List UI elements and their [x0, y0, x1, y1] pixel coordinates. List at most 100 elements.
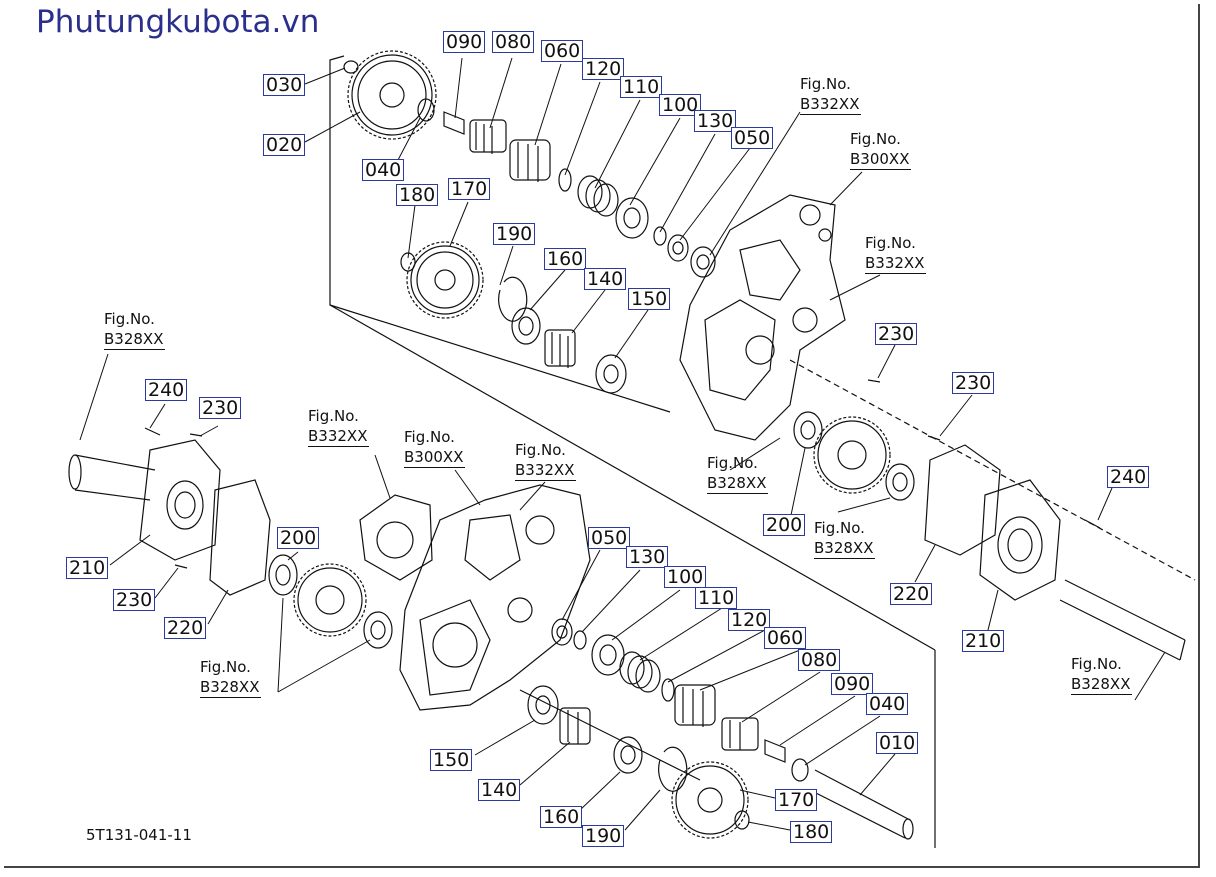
- callout-240-right[interactable]: 240: [1107, 466, 1150, 488]
- callout-020[interactable]: 020: [263, 134, 306, 156]
- callout-230-right-top[interactable]: 230: [875, 323, 918, 345]
- fig-ref-code: B332XX: [308, 427, 370, 447]
- drawing-frame: [4, 4, 1200, 868]
- fig-ref-b332-right[interactable]: Fig.No.B332XX: [865, 233, 927, 274]
- gear-020: [347, 50, 437, 140]
- callout-160-lower[interactable]: 160: [540, 806, 583, 828]
- callout-120[interactable]: 120: [582, 58, 625, 80]
- callout-040-lower[interactable]: 040: [866, 693, 909, 715]
- callout-060-lower[interactable]: 060: [764, 627, 807, 649]
- fig-ref-b332-top[interactable]: Fig.No.B332XX: [800, 74, 862, 115]
- callout-180-lower[interactable]: 180: [790, 821, 833, 843]
- spring-110-lower: [619, 651, 661, 693]
- cover-210-left: [139, 439, 221, 561]
- callout-140[interactable]: 140: [584, 268, 627, 290]
- callout-220-right[interactable]: 220: [890, 583, 933, 605]
- callout-090-lower[interactable]: 090: [831, 673, 874, 695]
- fig-ref-b300-lower[interactable]: Fig.No. B300XX: [404, 427, 466, 468]
- fig-ref-code: B332XX: [515, 461, 577, 481]
- callout-100-lower[interactable]: 100: [664, 566, 707, 588]
- fig-ref-code: B328XX: [1071, 675, 1133, 695]
- callout-220-left[interactable]: 220: [164, 617, 207, 639]
- bolt-240-left: [144, 427, 161, 436]
- callout-010[interactable]: 010: [876, 732, 919, 754]
- callout-140-lower[interactable]: 140: [478, 779, 521, 801]
- ring-050-lower: [551, 618, 573, 646]
- callout-190[interactable]: 190: [493, 223, 536, 245]
- callout-230-left-bottom[interactable]: 230: [113, 589, 156, 611]
- callout-190-lower[interactable]: 190: [582, 825, 625, 847]
- callout-160[interactable]: 160: [544, 248, 587, 270]
- ring-180: [400, 252, 416, 272]
- group-bracket-top: [329, 55, 671, 413]
- callout-110-lower[interactable]: 110: [695, 587, 738, 609]
- group-bracket-bottom: [519, 689, 701, 781]
- callout-120-lower[interactable]: 120: [728, 609, 771, 631]
- fig-ref-b328-left-shaft[interactable]: Fig.No. B328XX: [104, 309, 166, 350]
- callout-080[interactable]: 080: [492, 31, 535, 53]
- callout-110[interactable]: 110: [620, 76, 663, 98]
- fig-ref-label: Fig.No.: [850, 130, 901, 148]
- needle-bearing-080: [469, 119, 507, 154]
- callout-050-lower[interactable]: 050: [588, 527, 631, 549]
- leader-lines: [79, 57, 1166, 831]
- callout-170-lower[interactable]: 170: [775, 789, 818, 811]
- ring-120-lower: [661, 678, 675, 702]
- fig-ref-b328-shaft-right[interactable]: Fig.No. B328XX: [1071, 654, 1133, 695]
- hub-100: [615, 197, 649, 239]
- hub-100-lower: [591, 634, 625, 676]
- callout-130[interactable]: 130: [694, 110, 737, 132]
- callout-180[interactable]: 180: [396, 184, 439, 206]
- fig-ref-label: Fig.No.: [1071, 655, 1122, 673]
- callout-210-right[interactable]: 210: [962, 630, 1005, 652]
- pin-230-b: [927, 435, 941, 441]
- callout-150-lower[interactable]: 150: [430, 749, 473, 771]
- callout-240-left[interactable]: 240: [145, 379, 188, 401]
- callout-040[interactable]: 040: [362, 159, 405, 181]
- callout-200-left[interactable]: 200: [277, 527, 320, 549]
- fig-ref-label: Fig.No.: [707, 454, 758, 472]
- callout-030[interactable]: 030: [263, 74, 306, 96]
- gear-060-lower: [674, 684, 716, 727]
- axis-line-right: [789, 359, 1196, 581]
- watermark: Phutungkubota.vn: [36, 4, 320, 40]
- callout-090[interactable]: 090: [443, 31, 486, 53]
- gear-140: [544, 329, 576, 368]
- washer-040-lower: [791, 758, 809, 782]
- callout-060[interactable]: 060: [541, 40, 584, 62]
- callout-150[interactable]: 150: [628, 288, 671, 310]
- shaft-right: [1059, 579, 1186, 661]
- bearing-200-right: [793, 411, 823, 449]
- callout-200-right[interactable]: 200: [763, 514, 806, 536]
- snap-ring-190: [498, 276, 528, 322]
- fig-ref-code: B328XX: [104, 330, 166, 350]
- fig-ref-b328-mid[interactable]: Fig.No. B328XX: [707, 453, 769, 494]
- fig-ref-b328-lower-left[interactable]: Fig.No.B328XX: [200, 657, 262, 698]
- fig-ref-b328-right[interactable]: Fig.No.B328XX: [814, 518, 876, 559]
- fig-ref-b332-left[interactable]: Fig.No. B332XX: [308, 406, 370, 447]
- callout-230-left[interactable]: 230: [199, 397, 242, 419]
- fig-ref-b332-lower[interactable]: Fig.No.B332XX: [515, 440, 577, 481]
- needle-bearing-080-lower: [721, 717, 759, 751]
- fig-ref-label: Fig.No.: [308, 407, 359, 425]
- callout-130-lower[interactable]: 130: [626, 546, 669, 568]
- fig-ref-code: B328XX: [707, 474, 769, 494]
- fig-ref-b300-top[interactable]: Fig.No.B300XX: [850, 129, 912, 170]
- callout-100[interactable]: 100: [659, 94, 702, 116]
- callout-080-lower[interactable]: 080: [798, 649, 841, 671]
- callout-210-left[interactable]: 210: [66, 557, 109, 579]
- housing-upper: [679, 194, 846, 441]
- fig-ref-label: Fig.No.: [104, 310, 155, 328]
- ring-130: [653, 226, 667, 246]
- callout-170[interactable]: 170: [448, 178, 491, 200]
- ring-180-lower: [734, 810, 750, 830]
- fig-ref-code: B300XX: [404, 448, 466, 468]
- gear-200-right: [813, 416, 891, 494]
- fig-ref-label: Fig.No.: [404, 428, 455, 446]
- callout-230-right[interactable]: 230: [952, 372, 995, 394]
- callout-050[interactable]: 050: [731, 127, 774, 149]
- gear-170-lower: [671, 761, 749, 839]
- fig-ref-label: Fig.No.: [800, 75, 851, 93]
- fig-ref-code: B332XX: [865, 254, 927, 274]
